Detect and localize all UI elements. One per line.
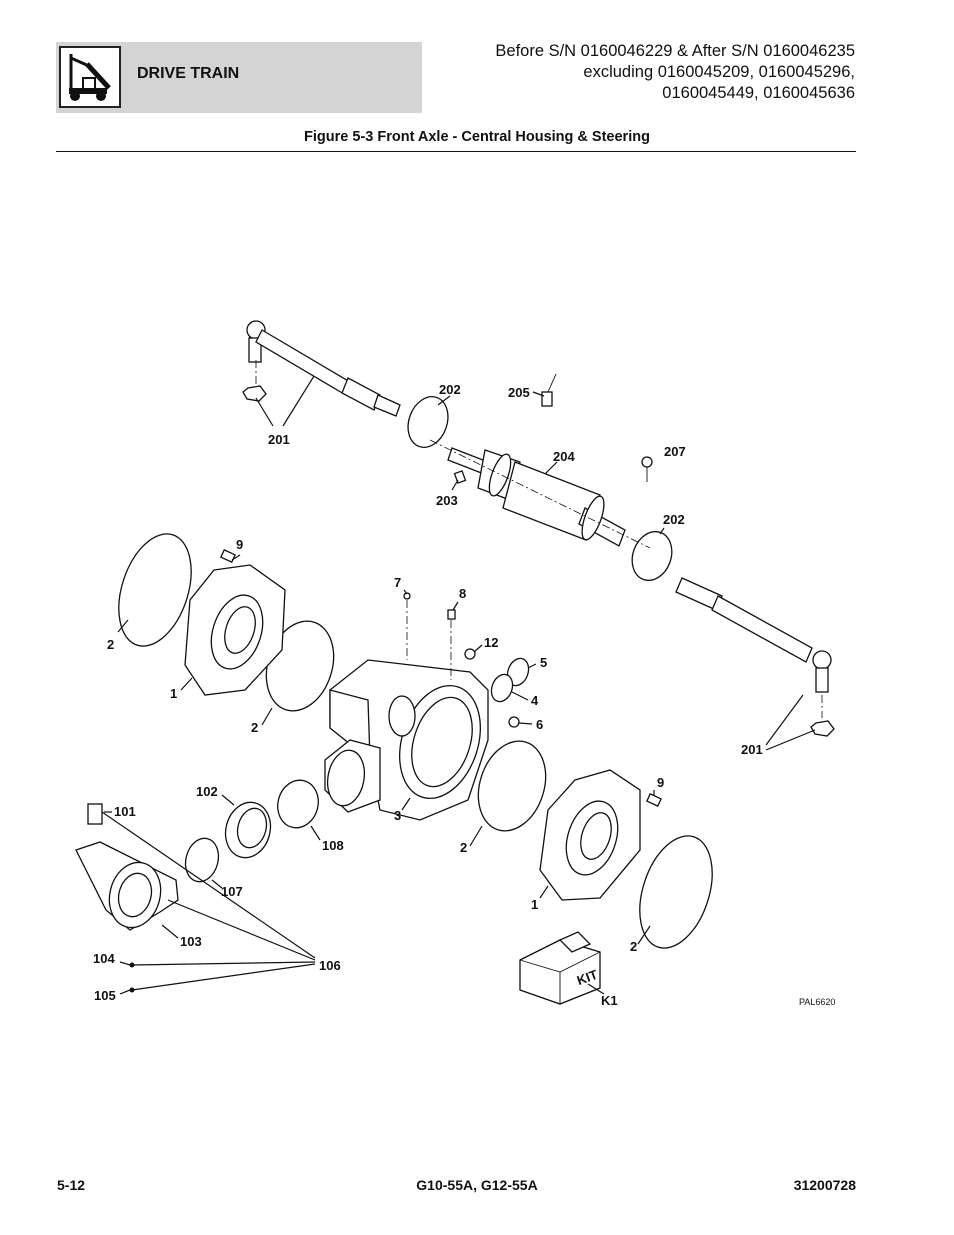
retaining-ring — [277, 779, 319, 829]
nut — [508, 716, 520, 728]
callout-2: 2 — [107, 637, 114, 652]
side-cover-right — [539, 769, 641, 901]
shim — [184, 837, 220, 883]
cover-gasket — [477, 740, 547, 832]
cover-gasket — [118, 533, 192, 647]
illustration-code: PAL6620 — [799, 997, 835, 1007]
callout-203: 203 — [436, 493, 458, 508]
telehandler-icon — [59, 46, 121, 108]
bearing-cup — [224, 801, 272, 859]
grease-fitting — [541, 373, 557, 407]
plug — [641, 456, 653, 468]
callout-6: 6 — [536, 717, 543, 732]
cover-gasket — [639, 835, 713, 949]
callout-104: 104 — [93, 951, 115, 966]
callout-12: 12 — [484, 635, 498, 650]
callouts: 201 202 205 204 207 203 202 9 2 7 8 12 5… — [93, 382, 835, 1008]
serial-line: Before S/N 0160046229 & After S/N 016004… — [495, 42, 855, 60]
kit-label: KIT — [575, 967, 600, 988]
callout-7: 7 — [394, 575, 401, 590]
callout-5: 5 — [540, 655, 547, 670]
callout-1: 1 — [170, 686, 177, 701]
central-housing — [324, 659, 489, 821]
callout-202: 202 — [663, 512, 685, 527]
callout-105: 105 — [94, 988, 116, 1003]
section-title: DRIVE TRAIN — [137, 65, 240, 82]
header-rule — [56, 151, 856, 152]
callout-205: 205 — [508, 385, 530, 400]
steering-cylinder — [429, 439, 651, 549]
serial-line: 0160045449, 0160045636 — [662, 84, 855, 102]
callout-9: 9 — [236, 537, 243, 552]
callout-3: 3 — [394, 808, 401, 823]
callout-204: 204 — [553, 449, 575, 464]
seal-ring — [407, 396, 449, 448]
callout-107: 107 — [221, 884, 243, 899]
plug — [447, 609, 456, 620]
callout-108: 108 — [322, 838, 344, 853]
o-ring — [490, 673, 514, 703]
callout-201: 201 — [268, 432, 290, 447]
callout-202: 202 — [439, 382, 461, 397]
callout-102: 102 — [196, 784, 218, 799]
callout-101: 101 — [114, 804, 136, 819]
leader-lines — [101, 375, 816, 995]
page-number: 5-12 — [57, 1177, 86, 1193]
tie-rod-right — [675, 577, 835, 737]
pivot-bracket — [75, 803, 179, 931]
nut — [464, 648, 476, 660]
callout-207: 207 — [664, 444, 686, 459]
callout-2: 2 — [460, 840, 467, 855]
tie-rod-left — [242, 320, 401, 417]
callout-4: 4 — [531, 693, 539, 708]
callout-201: 201 — [741, 742, 763, 757]
bolt — [646, 792, 662, 808]
side-cover-left — [184, 564, 286, 696]
document-number: 31200728 — [793, 1177, 856, 1193]
callout-106: 106 — [319, 958, 341, 973]
callout-2: 2 — [630, 939, 637, 954]
bolt — [453, 470, 467, 484]
seal-ring — [631, 530, 673, 582]
callout-k1: K1 — [601, 993, 618, 1008]
model-number: G10-55A, G12-55A — [416, 1177, 538, 1193]
callout-1: 1 — [531, 897, 538, 912]
serial-number-note: Before S/N 0160046229 & After S/N 016004… — [495, 41, 855, 104]
callout-2: 2 — [251, 720, 258, 735]
figure-title: Figure 5-3 Front Axle - Central Housing … — [304, 129, 650, 145]
bolt — [220, 548, 236, 564]
serial-line: excluding 0160045209, 0160045296, — [583, 63, 855, 81]
callout-103: 103 — [180, 934, 202, 949]
callout-8: 8 — [459, 586, 466, 601]
callout-9: 9 — [657, 775, 664, 790]
kit-box: KIT — [519, 931, 601, 1005]
